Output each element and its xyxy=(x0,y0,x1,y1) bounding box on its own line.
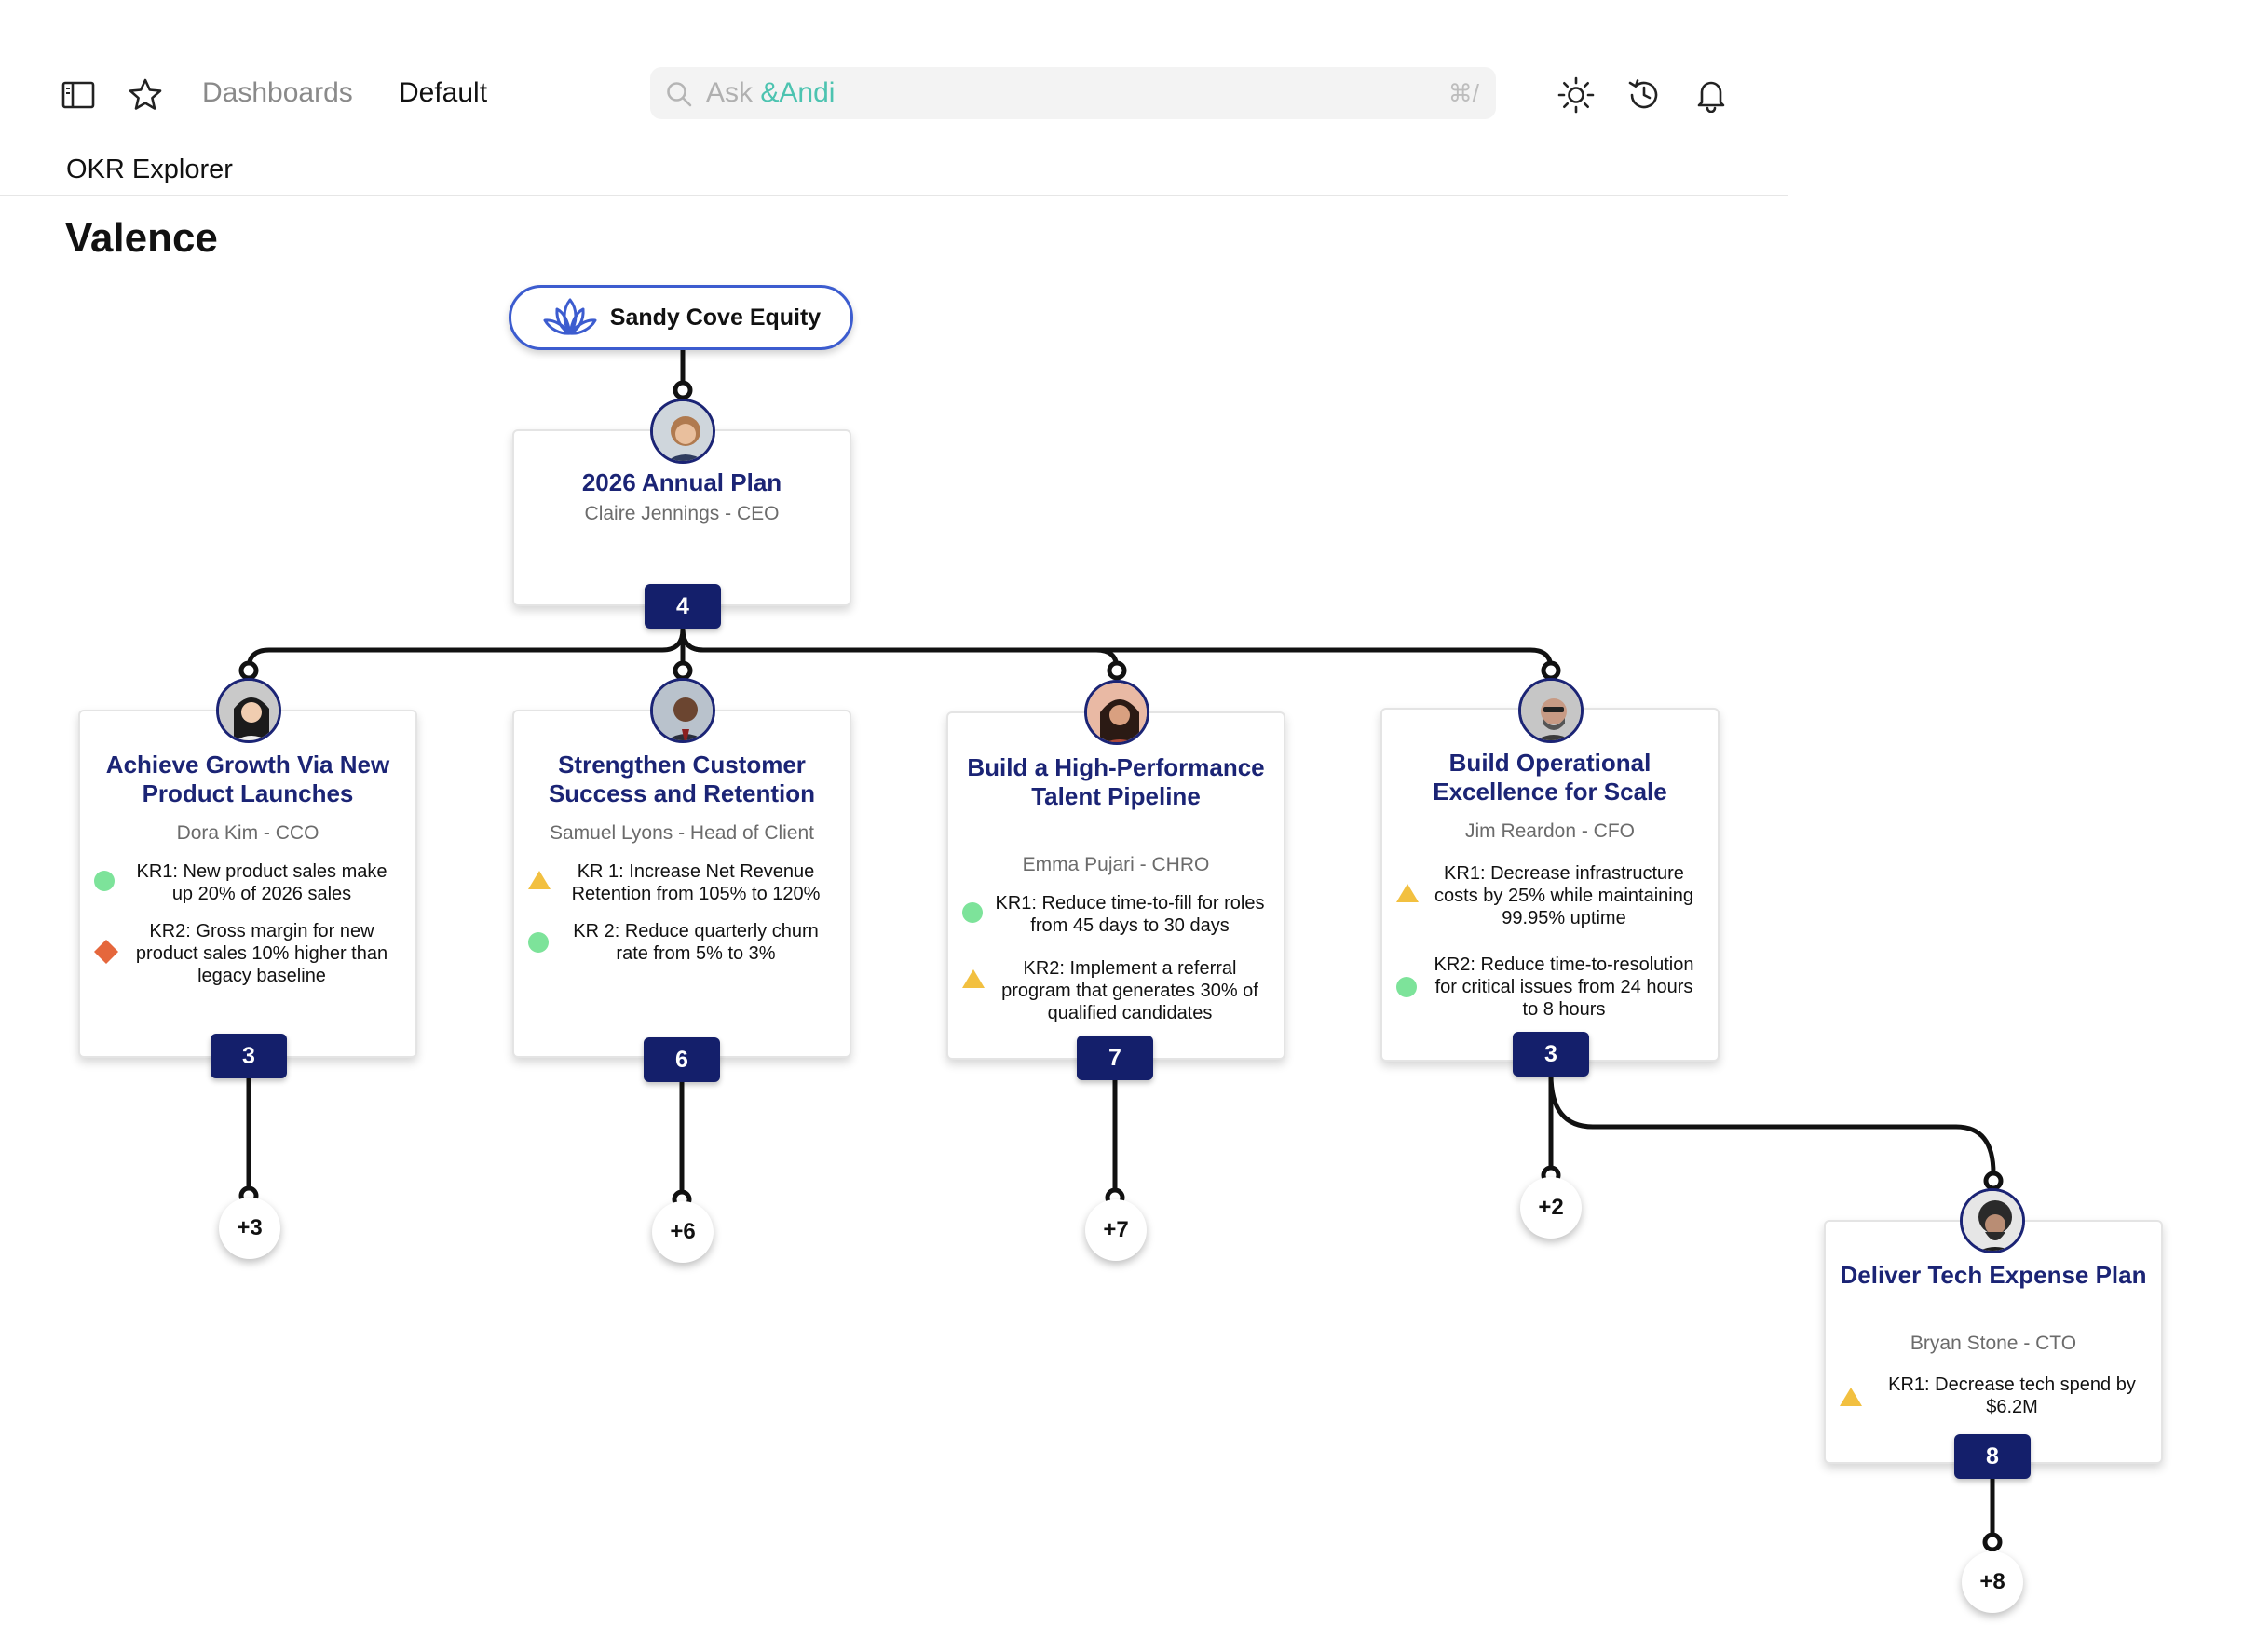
breadcrumb-dashboards[interactable]: Dashboards xyxy=(202,77,353,108)
key-result-text: KR2: Implement a referral program that g… xyxy=(1001,958,1258,1023)
objective-owner: Dora Kim - CCO xyxy=(176,822,319,844)
expand-more-button[interactable]: +3 xyxy=(219,1198,280,1259)
plan-card[interactable]: 2026 Annual Plan Claire Jennings - CEO xyxy=(512,429,851,606)
child-count-badge[interactable]: 6 xyxy=(644,1037,720,1082)
objective-owner: Jim Reardon - CFO xyxy=(1464,820,1636,842)
lotus-icon xyxy=(543,298,597,335)
objective-title: Deliver Tech Expense Plan xyxy=(1840,1261,2147,1289)
search-shortcut: ⌘/ xyxy=(1448,79,1479,107)
objective-owner: Emma Pujari - CHRO xyxy=(1022,854,1210,875)
plan-title: 2026 Annual Plan xyxy=(581,468,782,496)
status-at-risk-icon xyxy=(1396,884,1419,902)
child-count-badge[interactable]: 3 xyxy=(211,1034,287,1078)
key-result-text: KR2: Reduce time-to-resolution for criti… xyxy=(1434,955,1694,1020)
status-at-risk-icon xyxy=(962,969,985,988)
objective-card[interactable]: Build a High-Performance Talent Pipeline… xyxy=(946,711,1285,1060)
bell-icon xyxy=(1697,81,1725,113)
expand-more-button[interactable]: +7 xyxy=(1085,1199,1147,1261)
history-button[interactable] xyxy=(1624,74,1665,115)
child-count-badge[interactable]: 7 xyxy=(1077,1036,1153,1080)
child-count-badge[interactable]: 3 xyxy=(1513,1032,1589,1077)
avatar xyxy=(650,399,715,464)
search-brand: &Andi xyxy=(760,77,836,108)
page-title: Valence xyxy=(65,215,218,261)
objective-title: Achieve Growth Via New Product Launches xyxy=(105,751,390,807)
notifications-button[interactable] xyxy=(1691,74,1732,115)
theme-toggle-button[interactable] xyxy=(1556,74,1597,115)
favorite-button[interactable] xyxy=(125,74,166,115)
status-on-track-icon xyxy=(962,902,983,923)
objective-card[interactable]: Strengthen Customer Success and Retentio… xyxy=(512,710,851,1058)
key-result-text: KR 2: Reduce quarterly churn rate from 5… xyxy=(573,921,819,964)
objective-owner: Bryan Stone - CTO xyxy=(1910,1333,2077,1354)
child-count-badge[interactable]: 4 xyxy=(645,584,721,629)
child-count-badge[interactable]: 8 xyxy=(1954,1434,2031,1479)
avatar xyxy=(650,678,715,743)
history-icon xyxy=(1628,79,1658,109)
root-node-company[interactable]: Sandy Cove Equity xyxy=(509,285,853,350)
avatar xyxy=(1960,1188,2025,1253)
status-at-risk-icon xyxy=(1840,1388,1862,1406)
sidebar-toggle-button[interactable] xyxy=(58,74,99,115)
page-subtitle: OKR Explorer xyxy=(66,155,233,184)
status-at-risk-icon xyxy=(528,871,551,889)
avatar xyxy=(1518,678,1584,743)
status-on-track-icon xyxy=(94,871,115,891)
expand-more-button[interactable]: +6 xyxy=(652,1201,714,1263)
objective-title: Build Operational Excellence for Scale xyxy=(1433,749,1667,806)
search-prefix: Ask xyxy=(706,77,754,108)
objective-title: Strengthen Customer Success and Retentio… xyxy=(548,751,816,807)
objective-card[interactable]: Build Operational Excellence for Scale J… xyxy=(1380,708,1720,1062)
root-node-label: Sandy Cove Equity xyxy=(609,304,822,331)
key-result-text: KR1: Decrease tech spend by $6.2M xyxy=(1888,1374,2136,1417)
key-result-text: KR1: Reduce time-to-fill for roles from … xyxy=(995,893,1265,936)
search-placeholder: Ask &Andi xyxy=(706,75,835,111)
expand-more-button[interactable]: +2 xyxy=(1520,1177,1582,1239)
search-input[interactable]: Ask &Andi ⌘/ xyxy=(650,67,1496,119)
status-on-track-icon xyxy=(528,932,549,953)
objective-owner: Samuel Lyons - Head of Client xyxy=(549,822,815,844)
objective-card[interactable]: Achieve Growth Via New Product Launches … xyxy=(78,710,417,1058)
breadcrumb-default[interactable]: Default xyxy=(399,77,488,108)
avatar xyxy=(216,678,281,743)
search-icon xyxy=(667,82,692,107)
header-divider xyxy=(0,195,1788,196)
sun-icon xyxy=(1557,76,1595,114)
status-off-track-icon xyxy=(94,940,118,964)
child-objective-card[interactable]: Deliver Tech Expense Plan Bryan Stone - … xyxy=(1824,1220,2163,1464)
avatar xyxy=(1084,680,1149,745)
sidebar-panel-icon xyxy=(61,81,95,109)
key-result-text: KR1: Decrease infrastructure costs by 25… xyxy=(1434,863,1693,928)
objective-title: Build a High-Performance Talent Pipeline xyxy=(967,753,1265,810)
status-on-track-icon xyxy=(1396,977,1417,997)
plan-owner: Claire Jennings - CEO xyxy=(584,503,780,524)
key-result-text: KR 1: Increase Net Revenue Retention fro… xyxy=(571,861,821,904)
key-result-text: KR2: Gross margin for new product sales … xyxy=(135,921,388,986)
expand-more-button[interactable]: +8 xyxy=(1962,1551,2023,1613)
star-icon xyxy=(129,78,162,110)
key-result-text: KR1: New product sales make up 20% of 20… xyxy=(136,861,387,904)
